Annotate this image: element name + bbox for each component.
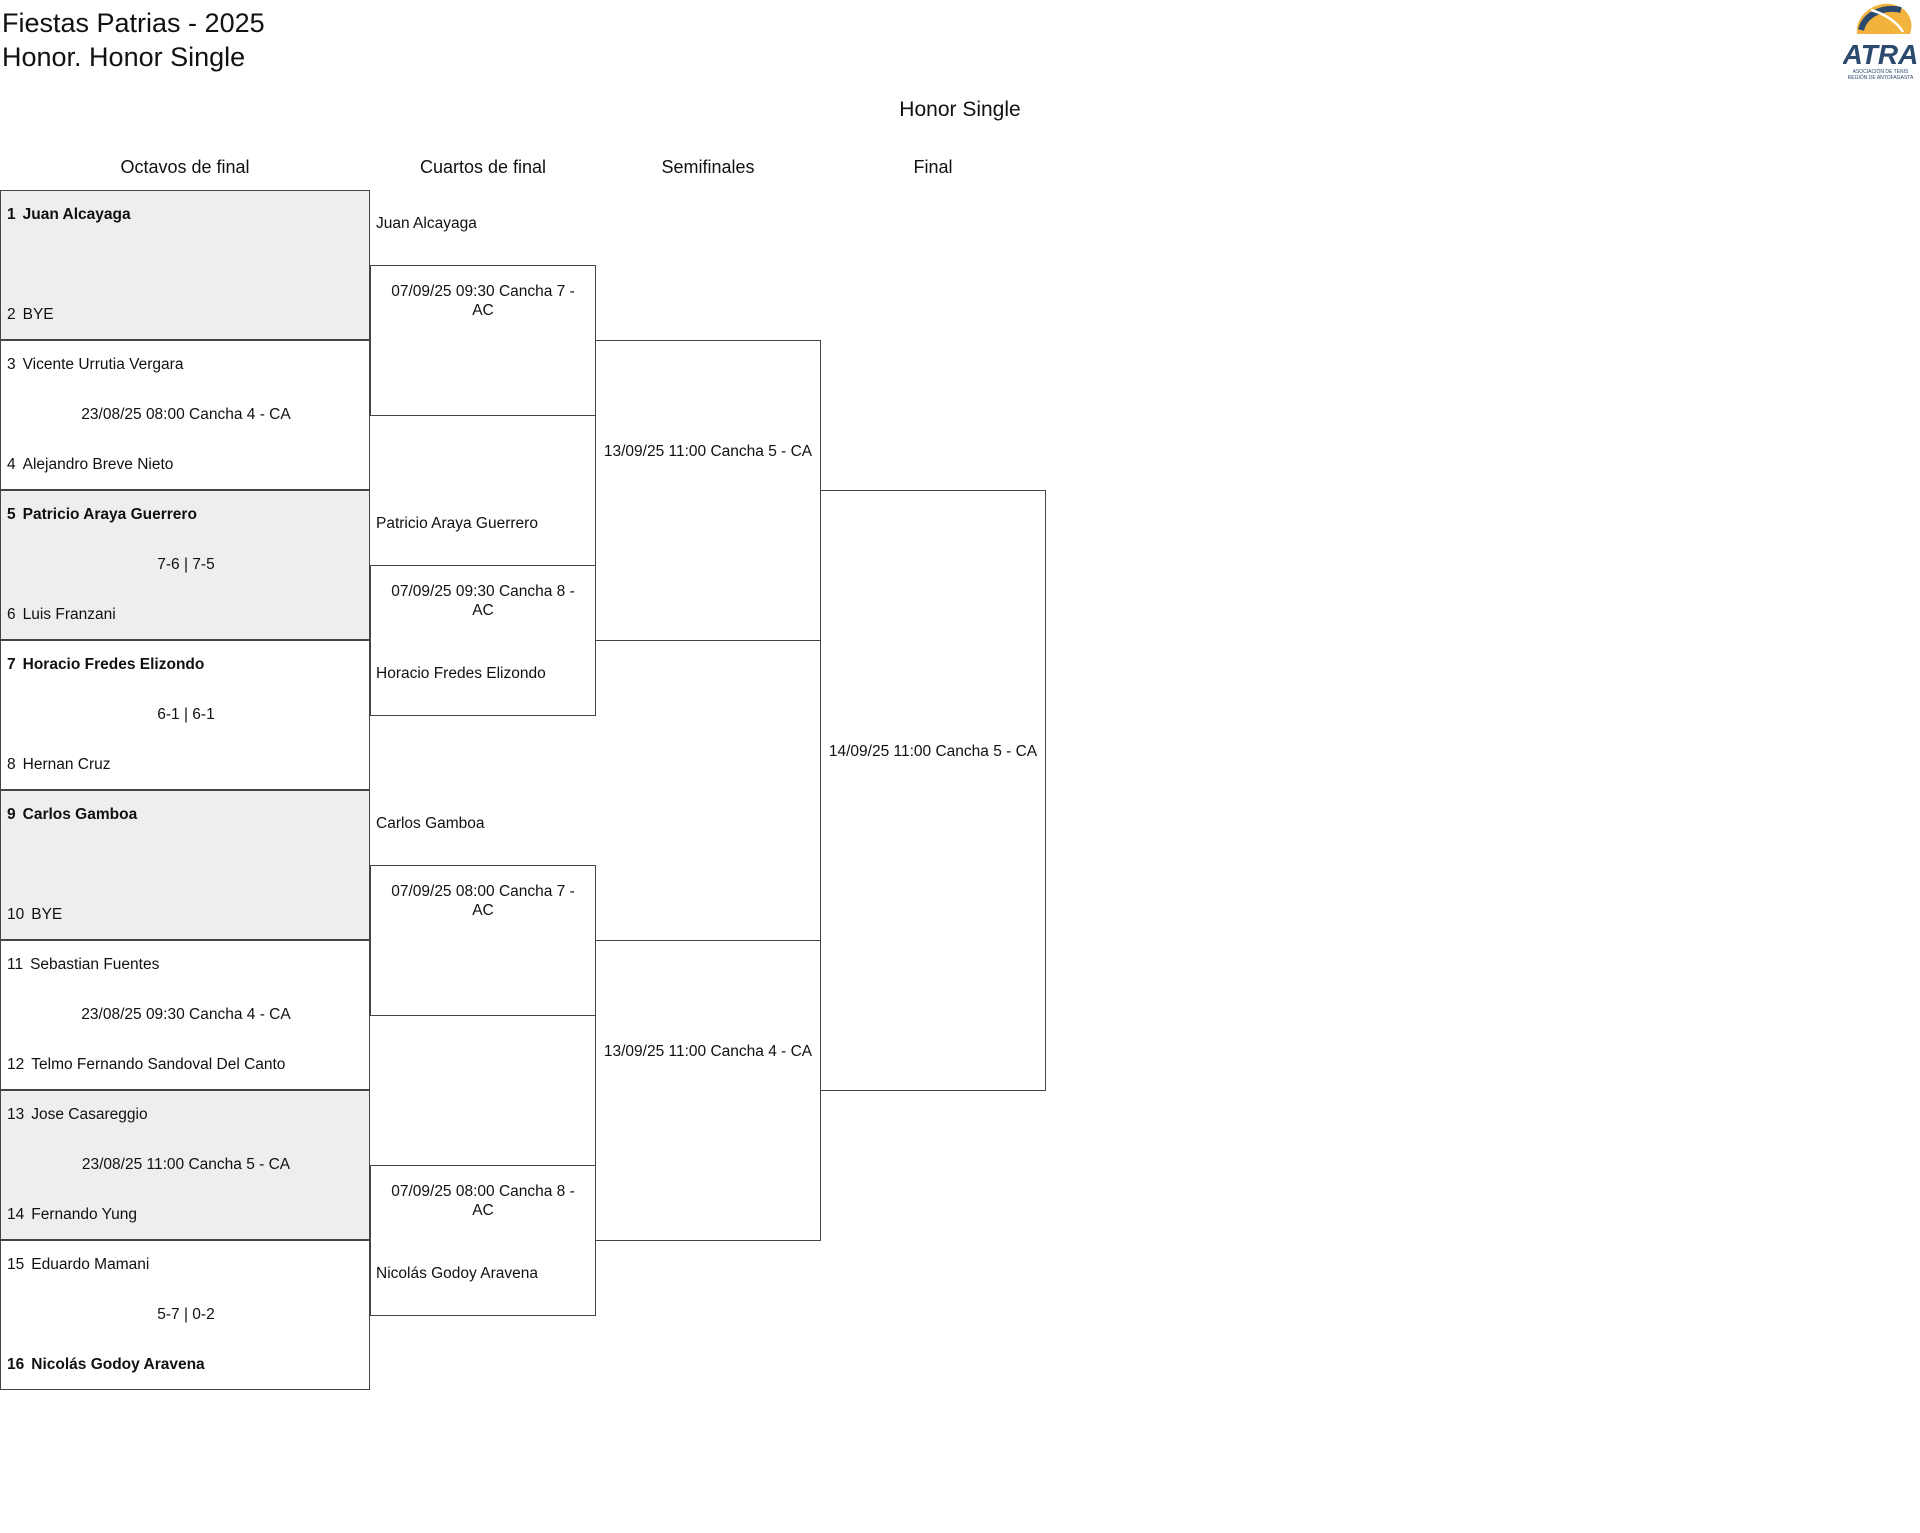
logo-wordmark: ATRA [1843,39,1918,70]
player-name: Luis Franzani [22,606,116,623]
player-slot: 4 Alejandro Breve Nieto [7,456,173,474]
match-info: 23/08/25 08:00 Cancha 4 - CA [81,406,291,423]
seed-number: 3 [7,356,16,373]
logo-subtext-2: REGIÓN DE ANTOFAGASTA [1848,74,1914,81]
player-name: Patricio Araya Guerrero [22,506,197,523]
player-name: Horacio Fredes Elizondo [22,656,205,673]
round-header-final: Final [913,157,953,177]
tournament-title: Fiestas Patrias - 2025 [2,8,265,38]
r16-match-6: 11 Sebastian Fuentes 23/08/25 09:30 Canch… [0,940,370,1090]
category-title: Honor. Honor Single [2,42,246,72]
final-match [820,490,1046,1091]
qf-player: Horacio Fredes Elizondo [376,665,546,682]
player-slot: 9 Carlos Gamboa [7,806,137,824]
player-name: Fernando Yung [31,1206,137,1223]
qf-player: Nicolás Godoy Aravena [376,1265,538,1282]
seed-number: 7 [7,656,16,673]
qf-schedule: 07/09/25 08:00 Cancha 7 - AC [391,883,575,919]
qf-schedule: 07/09/25 09:30 Cancha 8 - AC [391,583,575,619]
round-header-semifinales: Semifinales [661,157,755,177]
seed-number: 1 [7,206,16,223]
qf-player: Juan Alcayaga [376,215,477,232]
player-slot: 2 BYE [7,306,54,324]
player-slot: 8 Hernan Cruz [7,756,111,774]
match-score: 6-1 | 6-1 [157,706,215,723]
player-name: Eduardo Mamani [31,1256,150,1273]
seed-number: 4 [7,456,16,473]
player-name: Alejandro Breve Nieto [22,456,174,473]
match-info: 23/08/25 11:00 Cancha 5 - CA [81,1156,291,1173]
r16-match-5: 9 Carlos Gamboa 10 BYE [0,790,370,940]
tennis-ball-icon: ATRA ASOCIACIÓN DE TENIS REGIÓN DE ANTOF… [1842,3,1918,81]
r16-match-4: 7 Horacio Fredes Elizondo 6-1 | 6-1 8 Hern… [0,640,370,790]
seed-number: 15 [7,1256,25,1273]
seed-number: 13 [7,1106,25,1123]
player-slot: 16 Nicolás Godoy Aravena [7,1356,205,1374]
player-slot: 12 Telmo Fernando Sandoval Del Canto [7,1056,285,1074]
player-name: Carlos Gamboa [22,806,138,823]
player-name: Nicolás Godoy Aravena [31,1356,205,1373]
seed-number: 8 [7,756,16,773]
match-score: 5-7 | 0-2 [157,1306,215,1323]
player-name: Juan Alcayaga [22,206,131,223]
seed-number: 6 [7,606,16,623]
player-slot: 3 Vicente Urrutia Vergara [7,356,183,374]
bracket-title: Honor Single [899,98,1021,121]
sf-schedule: 13/09/25 11:00 Cancha 4 - CA [603,1043,813,1060]
player-slot: 15 Eduardo Mamani [7,1256,149,1274]
seed-number: 10 [7,906,25,923]
seed-number: 5 [7,506,16,523]
player-name: BYE [22,306,54,323]
sf-schedule: 13/09/25 11:00 Cancha 5 - CA [603,443,813,460]
seed-number: 2 [7,306,16,323]
seed-number: 12 [7,1056,25,1073]
r16-match-3: 5 Patricio Araya Guerrero 7-6 | 7-5 6 Luis… [0,490,370,640]
seed-number: 14 [7,1206,25,1223]
round-header-octavos: Octavos de final [120,157,250,177]
player-name: Telmo Fernando Sandoval Del Canto [31,1056,286,1073]
player-name: BYE [31,906,63,923]
qf-player: Carlos Gamboa [376,815,485,832]
player-slot: 7 Horacio Fredes Elizondo [7,656,204,674]
sf-match-1 [595,340,821,641]
player-slot: 1 Juan Alcayaga [7,206,131,224]
final-schedule: 14/09/25 11:00 Cancha 5 - CA [828,743,1038,760]
sf-match-2 [595,940,821,1241]
player-slot: 10 BYE [7,906,62,924]
player-slot: 6 Luis Franzani [7,606,116,624]
r16-match-7: 13 Jose Casareggio 23/08/25 11:00 Cancha … [0,1090,370,1240]
player-slot: 14 Fernando Yung [7,1206,137,1224]
player-slot: 11 Sebastian Fuentes [7,956,159,974]
r16-match-8: 15 Eduardo Mamani 5-7 | 0-2 16 Nicolás God… [0,1240,370,1390]
player-slot: 5 Patricio Araya Guerrero [7,506,197,524]
player-name: Jose Casareggio [31,1106,148,1123]
player-name: Hernan Cruz [22,756,111,773]
round-header-cuartos: Cuartos de final [419,157,547,177]
seed-number: 16 [7,1356,25,1373]
seed-number: 11 [7,956,24,973]
qf-schedule: 07/09/25 09:30 Cancha 7 - AC [391,283,575,319]
player-name: Vicente Urrutia Vergara [22,356,184,373]
r16-match-1: 1 Juan Alcayaga 2 BYE [0,190,370,340]
r16-match-2: 3 Vicente Urrutia Vergara 23/08/25 08:00 … [0,340,370,490]
player-name: Sebastian Fuentes [30,956,160,973]
seed-number: 9 [7,806,16,823]
player-slot: 13 Jose Casareggio [7,1106,148,1124]
qf-schedule: 07/09/25 08:00 Cancha 8 - AC [391,1183,575,1219]
match-info: 23/08/25 09:30 Cancha 4 - CA [81,1006,291,1023]
atra-logo: ATRA ASOCIACIÓN DE TENIS REGIÓN DE ANTOF… [1842,0,1918,82]
match-score: 7-6 | 7-5 [157,556,215,573]
qf-player: Patricio Araya Guerrero [376,515,538,532]
logo-subtext: ASOCIACIÓN DE TENIS [1853,68,1909,75]
